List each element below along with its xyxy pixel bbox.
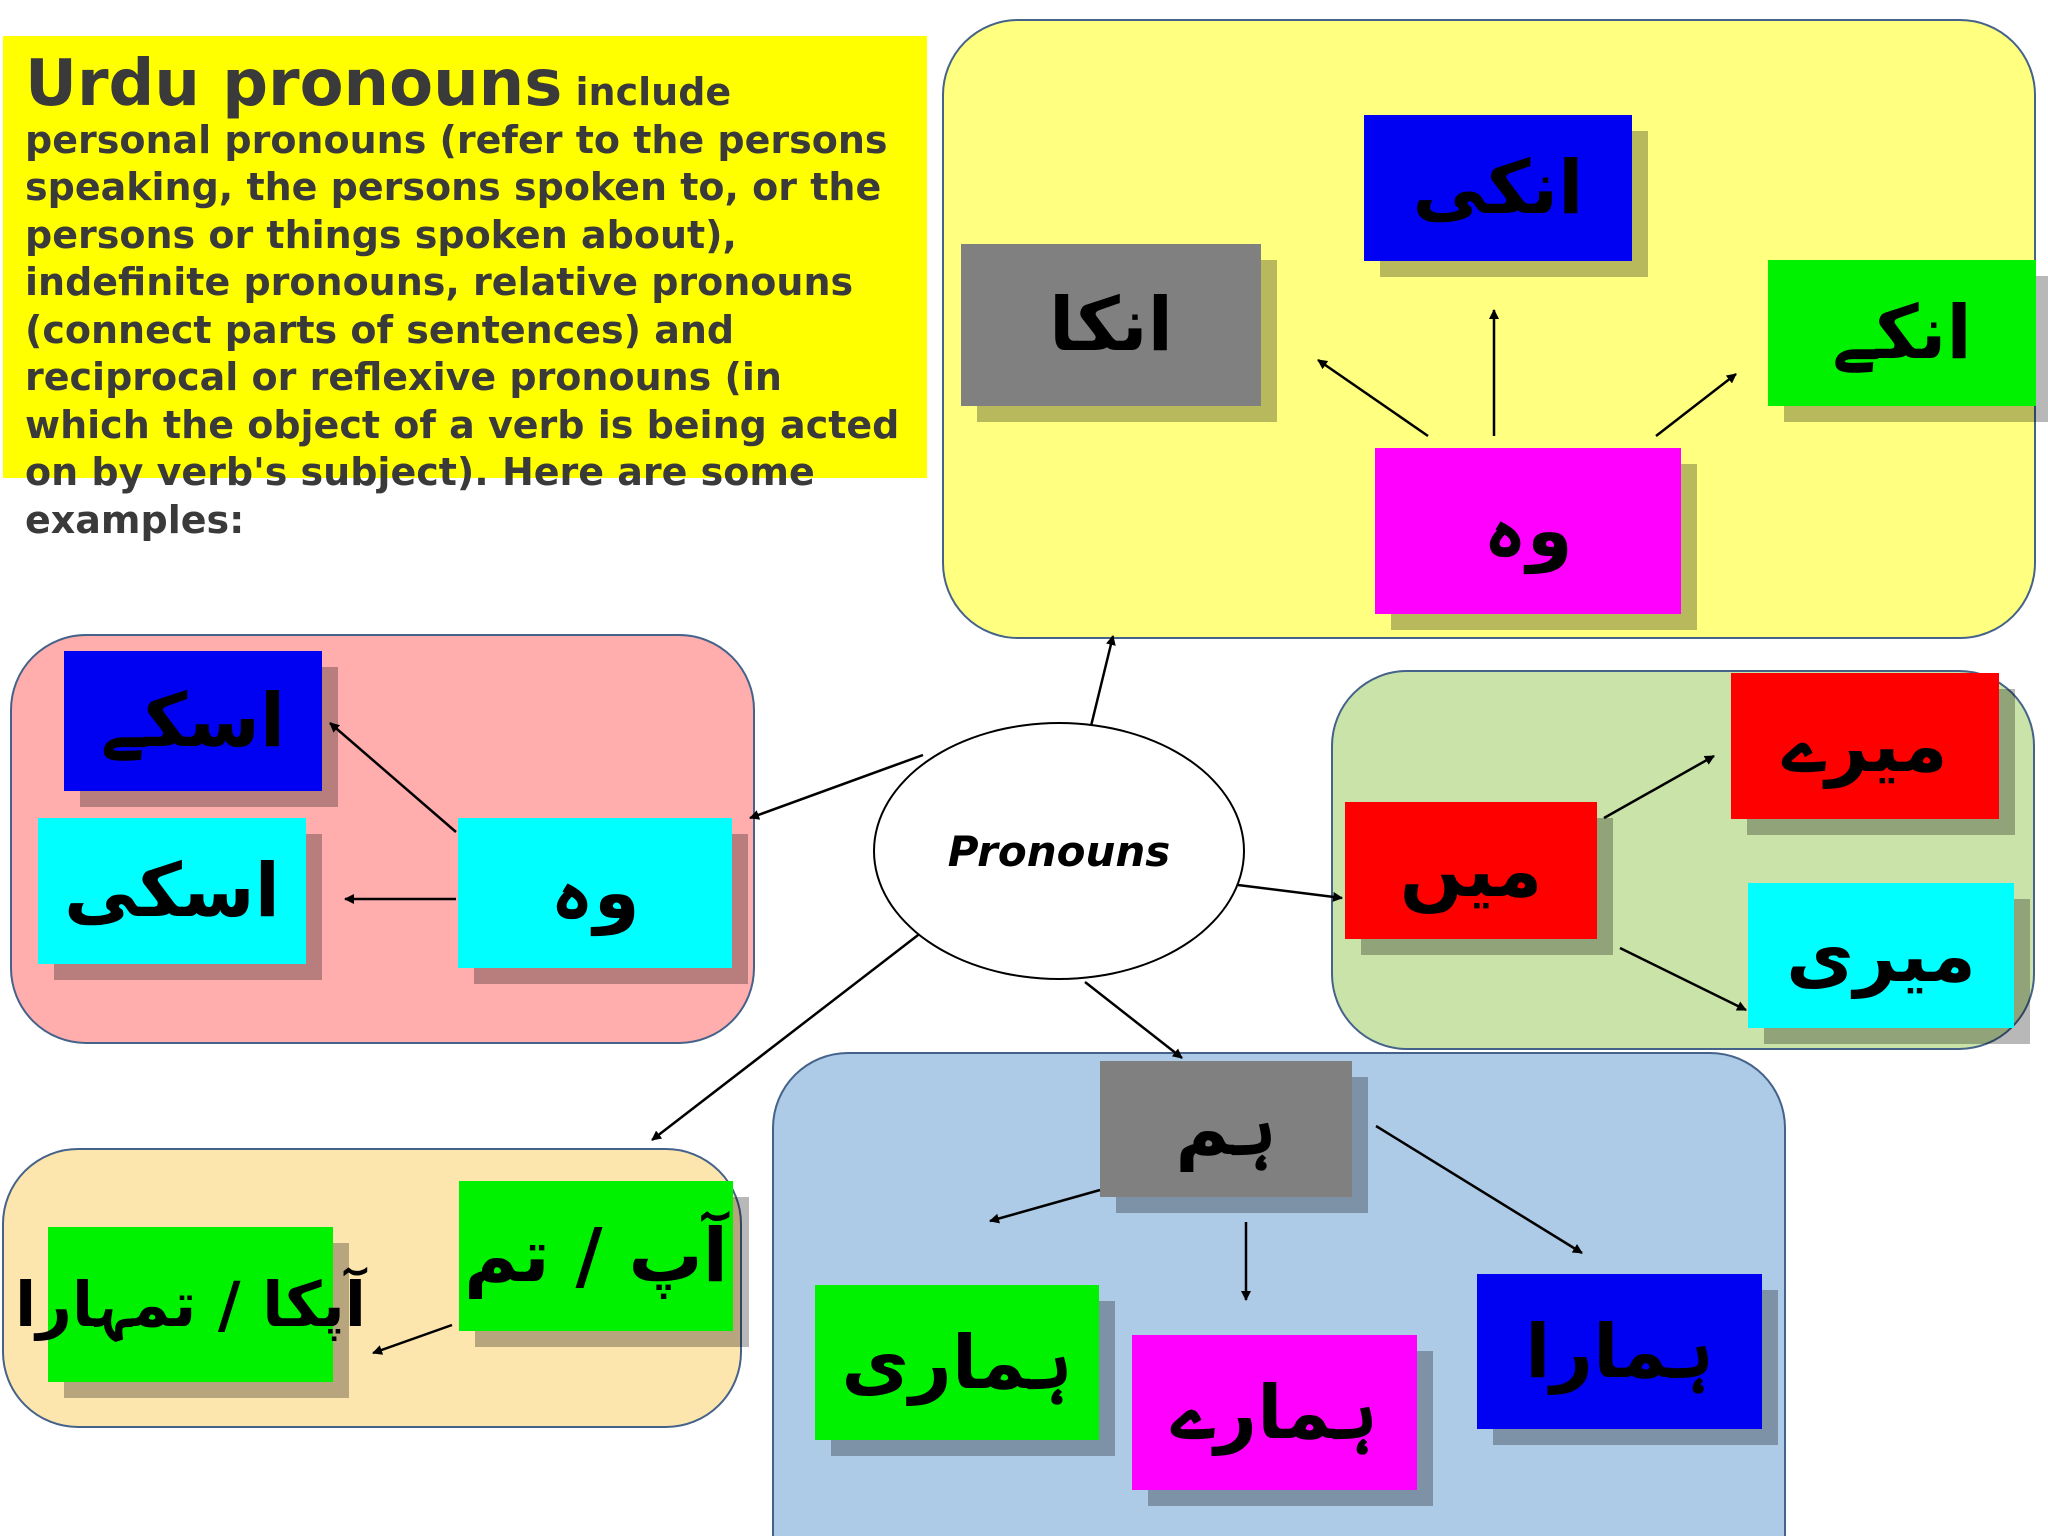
center-label: Pronouns xyxy=(947,826,1171,876)
arrow-woh-to-unke xyxy=(1655,373,1737,437)
arrow-center-to-right xyxy=(1229,882,1343,902)
center-ellipse: Pronouns xyxy=(873,722,1245,980)
box-unki: انکی xyxy=(1364,115,1632,261)
box-meri: میری xyxy=(1748,883,2014,1028)
box-humari: ہماری xyxy=(815,1285,1099,1440)
arrow-woh-to-unka xyxy=(1317,358,1429,438)
arrow-main-to-meri xyxy=(1619,946,1747,1012)
box-woh-left: وہ xyxy=(458,818,732,968)
box-iski: اسکی xyxy=(38,818,306,964)
arrow-center-to-bottom-left xyxy=(651,931,923,1141)
box-humare: ہمارے xyxy=(1132,1335,1417,1490)
arrow-center-to-bottom xyxy=(1084,981,1183,1059)
box-aap-tum: آپ / تم xyxy=(459,1181,733,1331)
intro-title: Urdu pronouns xyxy=(25,47,563,121)
arrow-center-to-top xyxy=(1089,635,1116,727)
box-hum: ہم xyxy=(1100,1061,1352,1197)
arrow-hum-to-humari xyxy=(989,1188,1101,1224)
box-mere: میرے xyxy=(1731,673,1999,819)
arrow-hum-to-humara xyxy=(1375,1124,1583,1255)
box-woh-top: وہ xyxy=(1375,448,1681,614)
box-unke: انکے xyxy=(1768,260,2036,406)
box-unka: انکا xyxy=(961,244,1261,406)
box-iske: اسکے xyxy=(64,651,322,791)
box-aapka-tumhara: آپکا / تمہارا xyxy=(15,1227,366,1382)
arrow-aaptum-to-aapka xyxy=(372,1323,453,1355)
intro-text: include personal pronouns (refer to the … xyxy=(25,70,900,542)
arrow-center-to-left xyxy=(749,753,924,820)
box-main: میں xyxy=(1345,802,1597,939)
intro-box: Urdu pronouns include personal pronouns … xyxy=(3,36,927,542)
arrow-main-to-mere xyxy=(1603,754,1715,820)
box-humara: ہمارا xyxy=(1477,1274,1762,1429)
arrow-woh-to-iske xyxy=(329,722,457,833)
